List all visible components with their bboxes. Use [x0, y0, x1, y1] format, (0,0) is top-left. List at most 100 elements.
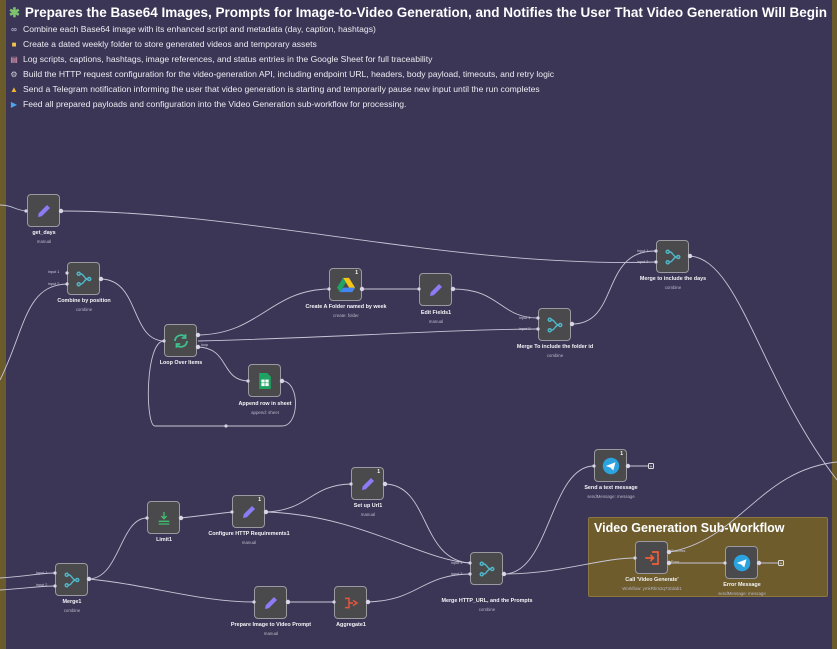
bullet-item: ■ Create a dated weekly folder to store g… [9, 37, 829, 52]
connection[interactable] [668, 461, 837, 553]
node-configure-http[interactable]: 1 [232, 495, 265, 528]
page-title: ✱ Prepares the Base64 Images, Prompts fo… [9, 4, 829, 22]
sticky-note-video-subworkflow[interactable]: Video Generation Sub-Workflow [588, 517, 828, 597]
run-count-badge: 1 [620, 451, 623, 457]
node-send-text-message[interactable]: 1 [594, 449, 627, 482]
loop-icon [173, 333, 188, 348]
connection[interactable] [0, 283, 68, 381]
node-label: Aggregate1 [336, 622, 366, 628]
connection[interactable] [0, 204, 27, 212]
connection[interactable] [265, 511, 471, 564]
telegram-icon [733, 554, 750, 571]
connection[interactable] [503, 557, 636, 575]
node-loop-over-items[interactable] [164, 324, 197, 357]
google-drive-icon [336, 277, 355, 292]
node-create-folder[interactable]: 1 [329, 268, 362, 301]
node-merge1[interactable] [55, 563, 88, 596]
puzzle-icon: ✱ [9, 5, 20, 20]
bullet-item: ∞ Combine each Base64 image with its enha… [9, 22, 829, 37]
gear-icon: ⚙ [10, 70, 18, 79]
bullet-item: ⚙ Build the HTTP request configuration fo… [9, 67, 829, 82]
node-set-up-url[interactable]: 1 [351, 467, 384, 500]
folder-icon: ■ [11, 40, 17, 49]
connection[interactable] [88, 578, 255, 603]
run-count-badge: 1 [377, 469, 380, 475]
frame-border-left [0, 0, 6, 649]
pencil-icon [429, 283, 442, 296]
sticky-note-header[interactable]: ✱ Prepares the Base64 Images, Prompts fo… [9, 4, 829, 112]
merge-icon [76, 271, 91, 286]
connection[interactable] [367, 573, 471, 603]
connection[interactable] [100, 278, 165, 342]
port-label: input 2 [48, 282, 60, 286]
connection[interactable] [689, 255, 837, 481]
connection[interactable] [265, 483, 352, 513]
port-label: input 1 [451, 561, 463, 565]
node-label: Loop Over Items [159, 360, 203, 366]
spreadsheet-icon: ▤ [10, 55, 18, 64]
node-append-row[interactable] [248, 364, 281, 397]
bullet-text: Combine each Base64 image with its enhan… [23, 24, 376, 34]
bullet-text: Build the HTTP request configuration for… [23, 69, 555, 79]
connection[interactable] [0, 585, 56, 591]
node-merge-folder-id[interactable] [538, 308, 571, 341]
pencil-icon [264, 596, 277, 609]
port-label: input 2 [36, 583, 48, 587]
node-error-message[interactable] [725, 546, 758, 579]
connection[interactable] [88, 517, 148, 580]
node-combine-by-position[interactable] [67, 262, 100, 295]
port-label: Success [671, 549, 686, 553]
connection[interactable] [0, 572, 56, 579]
port-label: input 1 [48, 270, 60, 274]
node-merge-days[interactable] [656, 240, 689, 273]
connection[interactable] [180, 511, 233, 519]
connection[interactable] [452, 288, 539, 319]
title-text: Prepares the Base64 Images, Prompts for … [24, 5, 827, 20]
node-label: Call 'Video Generate'Workflow: ymkRbm2q7… [622, 577, 682, 591]
connection[interactable] [197, 328, 539, 342]
pencil-icon [37, 204, 50, 217]
port-label: input 1 [36, 571, 48, 575]
bullet-text: Feed all prepared payloads and configura… [23, 99, 407, 109]
link-icon: ∞ [11, 25, 17, 34]
bullet-text: Create a dated weekly folder to store ge… [23, 39, 317, 49]
connection[interactable] [197, 288, 330, 336]
play-icon: ▶ [10, 100, 18, 109]
add-node-button[interactable]: + [648, 463, 654, 470]
bullet-item: ▲ Send a Telegram notification informing … [9, 82, 829, 97]
node-merge-http-prompts[interactable] [470, 552, 503, 585]
telegram-icon [602, 457, 619, 474]
connection[interactable] [197, 346, 249, 382]
port-label: input 1 [637, 249, 649, 253]
bullet-text: Send a Telegram notification informing t… [23, 84, 540, 94]
execute-workflow-icon [644, 550, 659, 565]
node-edit-fields[interactable] [419, 273, 452, 306]
google-sheets-icon [258, 372, 271, 389]
run-count-badge: 1 [258, 497, 261, 503]
port-label: loop [201, 343, 209, 347]
connection[interactable] [571, 250, 657, 325]
warning-icon: ▲ [10, 85, 18, 94]
add-node-button[interactable]: + [778, 560, 784, 567]
limit-icon [158, 511, 169, 525]
bullet-item: ▤ Log scripts, captions, hashtags, image … [9, 52, 829, 67]
connection[interactable] [147, 340, 296, 427]
bullet-text: Log scripts, captions, hashtags, image r… [23, 54, 433, 64]
connection[interactable] [503, 465, 595, 575]
node-limit[interactable] [147, 501, 180, 534]
connection[interactable] [384, 483, 471, 564]
connection[interactable] [60, 210, 657, 263]
